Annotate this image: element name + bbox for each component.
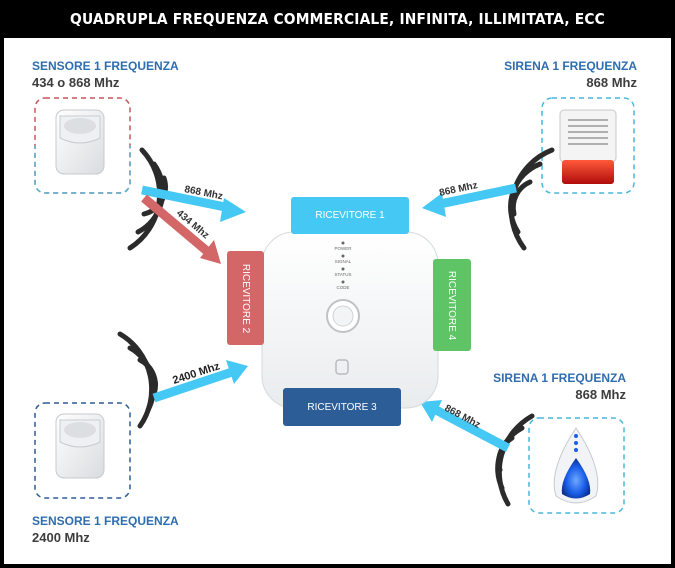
receiver-4-label: RICEVITORE 4 xyxy=(446,270,458,340)
receiver-2-label: RICEVITORE 2 xyxy=(240,263,251,333)
outdoor-siren-icon xyxy=(559,109,617,184)
page-title: QUADRUPLA FREQUENZA COMMERCIALE, INFINIT… xyxy=(70,10,605,28)
receiver-3-label: RICEVITORE 3 xyxy=(307,401,377,413)
signal-waves-siren-top xyxy=(508,147,555,251)
hub-led-label: POWER xyxy=(334,246,352,251)
receiver-1-box: RICEVITORE 1 xyxy=(291,197,409,234)
receiver-2-box: RICEVITORE 2 xyxy=(227,251,264,345)
siren-top-frequency: 868 Mhz xyxy=(586,75,637,90)
receiver-3-box: RICEVITORE 3 xyxy=(283,388,401,426)
sensor-top-frequency: 434 o 868 Mhz xyxy=(32,75,120,90)
arrow-siren-top-868 xyxy=(422,183,517,217)
receiver-1-label: RICEVITORE 1 xyxy=(315,210,385,221)
arrow-siren-bottom-868 xyxy=(420,400,511,452)
arrow-sensor-868 xyxy=(141,185,246,222)
indoor-siren-icon xyxy=(553,427,599,504)
signal-waves-sensor-bottom xyxy=(117,331,158,429)
receiver-4-box: RICEVITORE 4 xyxy=(433,259,471,351)
hub-led-label: SIGNAL xyxy=(335,259,352,264)
pir-sensor-bottom-icon xyxy=(55,413,105,479)
hub-led-indicators: POWER SIGNAL STATUS CODE xyxy=(334,241,352,290)
hub-led-label: CODE xyxy=(336,285,349,290)
arrow-sensor-434 xyxy=(141,194,221,264)
pir-sensor-top-icon xyxy=(55,109,105,175)
sensor-top-title: SENSORE 1 FREQUENZA xyxy=(32,59,179,73)
signal-waves-siren-bottom xyxy=(495,413,535,507)
siren-bottom-frequency: 868 Mhz xyxy=(575,387,626,402)
hub-led-label: STATUS xyxy=(334,272,351,277)
signal-waves-sensor-top xyxy=(127,147,168,251)
diagram-artwork: 868 Mhz 434 Mhz 868 Mhz 2400 Mhz 868 Mhz… xyxy=(34,97,635,514)
sensor-bottom-frame xyxy=(34,402,131,499)
siren-top-title: SIRENA 1 FREQUENZA xyxy=(504,59,637,73)
sensor-bottom-frequency: 2400 Mhz xyxy=(32,530,90,545)
diagram-panel: 868 Mhz 434 Mhz 868 Mhz 2400 Mhz 868 Mhz… xyxy=(4,38,671,564)
siren-bottom-title: SIRENA 1 FREQUENZA xyxy=(493,371,626,385)
arrow-sensor-2400 xyxy=(152,360,248,403)
sensor-bottom-title: SENSORE 1 FREQUENZA xyxy=(32,514,179,528)
siren-top-frame xyxy=(541,97,635,194)
siren-bottom-frame xyxy=(528,417,625,514)
